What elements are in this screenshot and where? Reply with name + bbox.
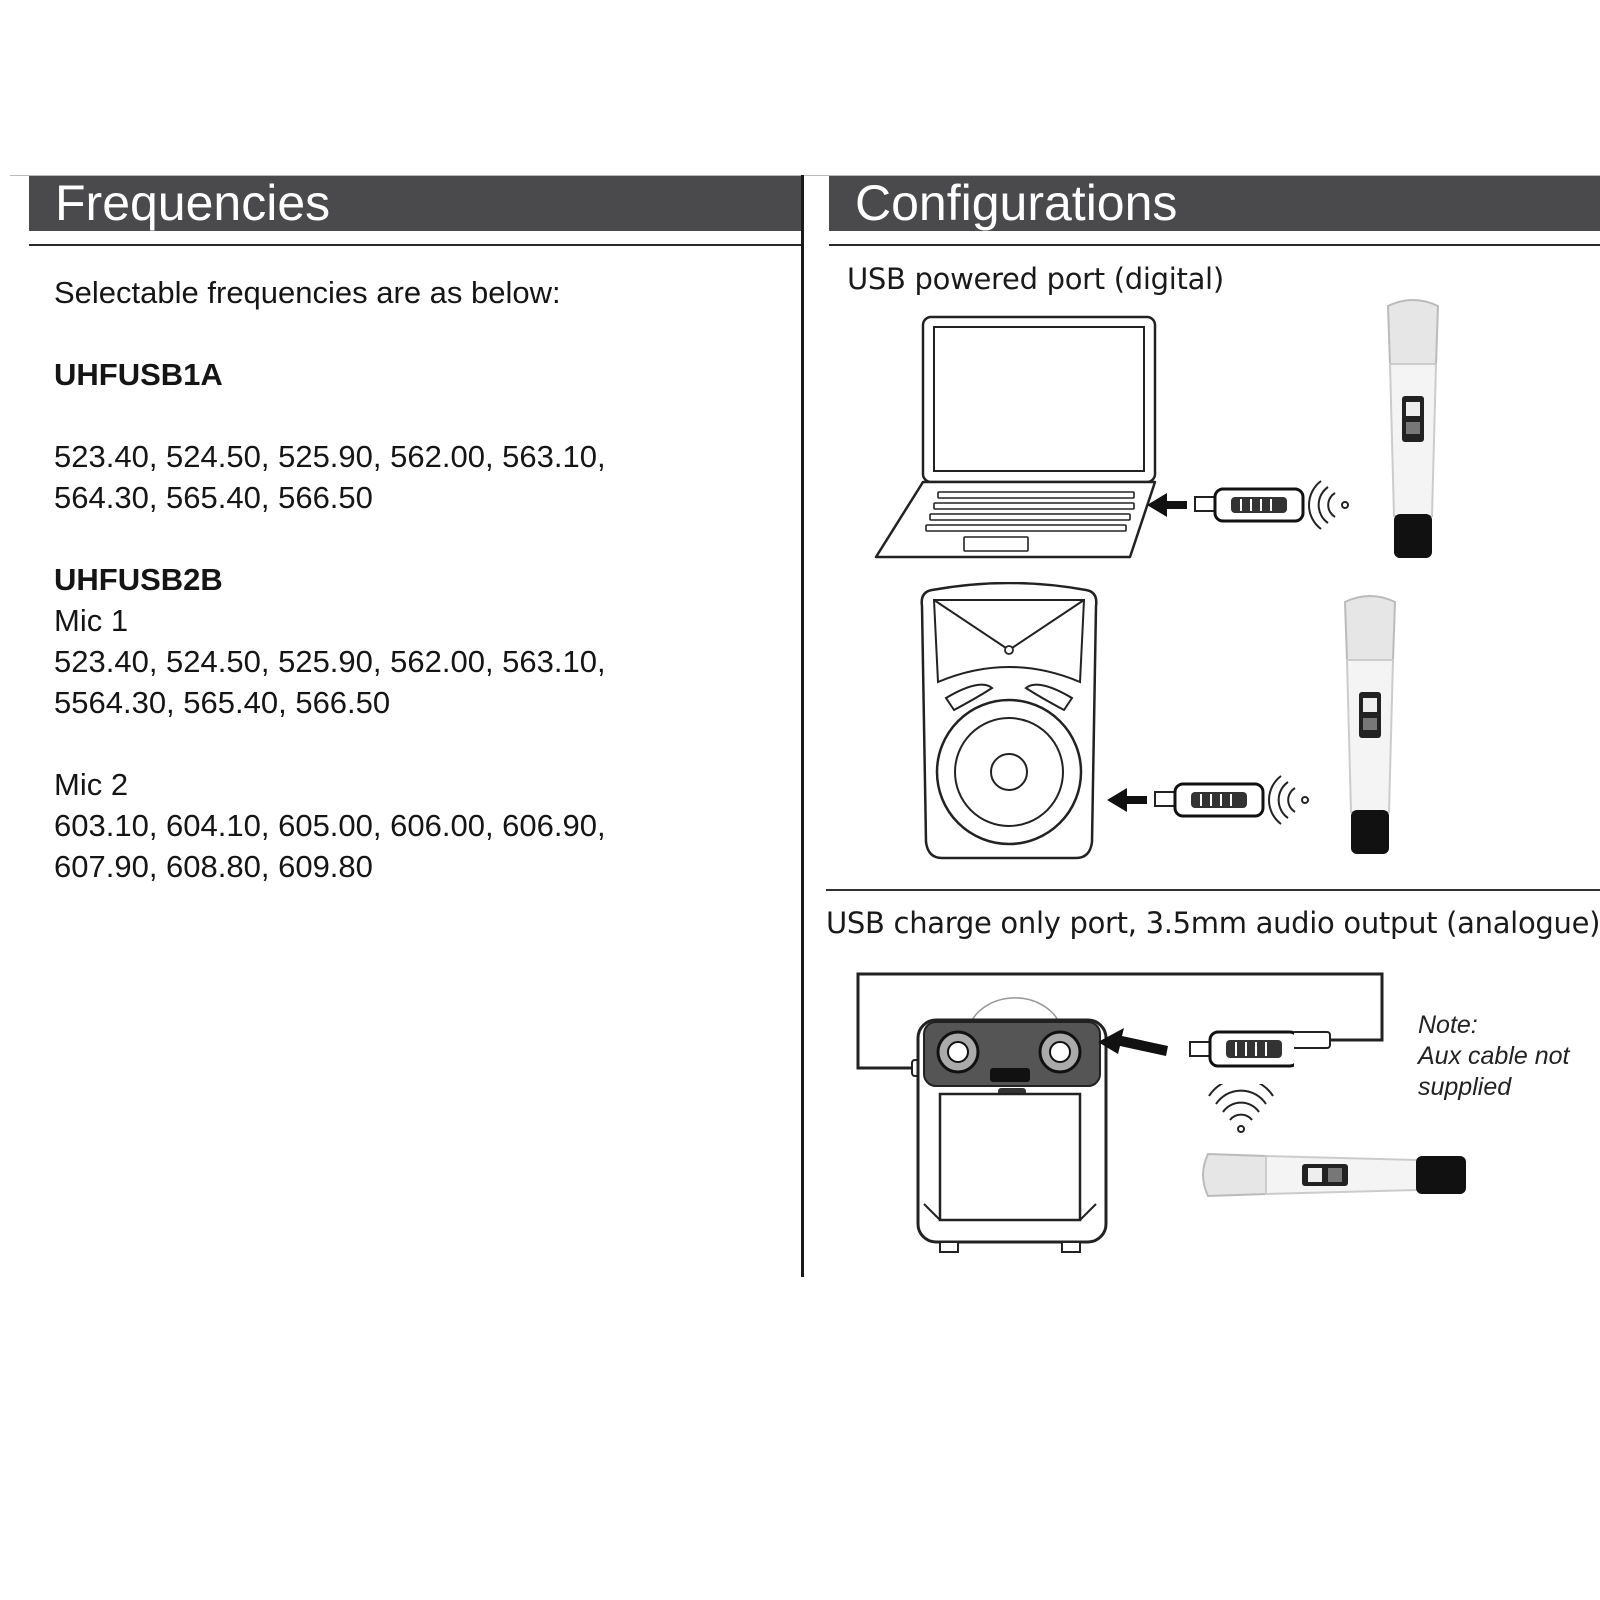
usb-dongle-analogue bbox=[1098, 1028, 1294, 1068]
usb-dongle-digital-1 bbox=[1147, 480, 1349, 530]
column-divider bbox=[801, 175, 804, 1277]
pa-speaker-illustration bbox=[920, 582, 1098, 860]
mic2-label: Mic 2 bbox=[54, 767, 129, 802]
note-title: Note: bbox=[1418, 1011, 1478, 1039]
digital-label: USB powered port (digital) bbox=[847, 262, 1224, 296]
model-b-name: UHFUSB2B bbox=[54, 562, 223, 597]
microphone-horizontal bbox=[1202, 1152, 1466, 1198]
frequencies-intro: Selectable frequencies are as below: bbox=[54, 275, 561, 310]
model-a-name: UHFUSB1A bbox=[54, 357, 223, 392]
note-line-1: Aux cable not bbox=[1418, 1042, 1570, 1070]
microphone-vertical-1 bbox=[1386, 299, 1440, 558]
portable-speaker-illustration bbox=[916, 997, 1108, 1253]
aux-cable-note: Note: Aux cable not supplied bbox=[1418, 1010, 1570, 1103]
mic1-line-2: 5564.30, 565.40, 566.50 bbox=[54, 685, 391, 720]
top-rule bbox=[10, 175, 1600, 176]
model-a-line-1: 523.40, 524.50, 525.90, 562.00, 563.10, bbox=[54, 439, 606, 474]
analogue-label: USB charge only port, 3.5mm audio output… bbox=[826, 906, 1600, 940]
wireless-signal-icon bbox=[1208, 1084, 1274, 1133]
mic1-label: Mic 1 bbox=[54, 603, 129, 638]
configurations-header-rule bbox=[829, 244, 1600, 246]
frequencies-header-rule bbox=[29, 244, 801, 246]
mic1-line-1: 523.40, 524.50, 525.90, 562.00, 563.10, bbox=[54, 644, 606, 679]
mic2-line-1: 603.10, 604.10, 605.00, 606.00, 606.90, bbox=[54, 808, 606, 843]
configurations-header: Configurations bbox=[829, 176, 1600, 231]
model-a-line-2: 564.30, 565.40, 566.50 bbox=[54, 480, 373, 515]
frequencies-header: Frequencies bbox=[29, 176, 801, 231]
usb-dongle-digital-2 bbox=[1107, 775, 1309, 825]
laptop-illustration bbox=[874, 315, 1157, 559]
note-line-2: supplied bbox=[1418, 1073, 1512, 1101]
microphone-vertical-2 bbox=[1343, 595, 1397, 854]
mic2-line-2: 607.90, 608.80, 609.80 bbox=[54, 849, 373, 884]
section-rule bbox=[826, 889, 1600, 891]
